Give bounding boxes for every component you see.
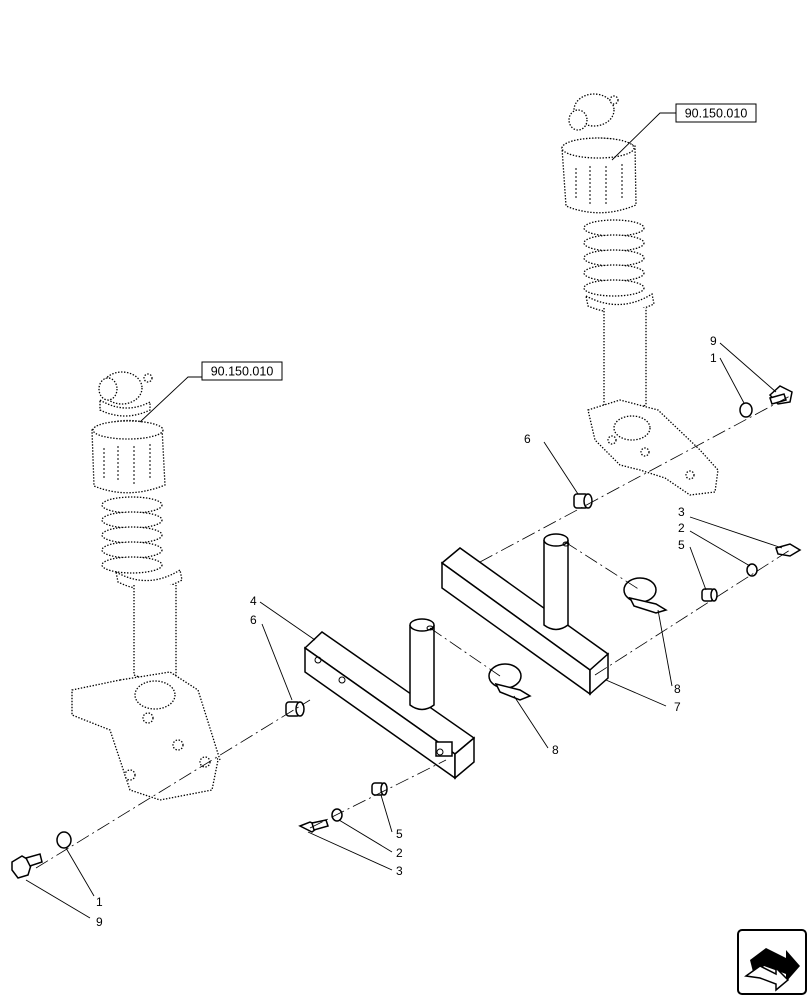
callout-left-bolt-9: 9: [96, 915, 103, 929]
callout-right-pin-8: 8: [674, 682, 681, 696]
right-shock-absorber: [561, 93, 719, 496]
callout-left-washer-2: 2: [396, 846, 403, 860]
callout-left-washer-1: 1: [96, 895, 103, 909]
assembly-axes: [35, 395, 791, 869]
callout-right-bolt-9: 9: [710, 334, 717, 348]
left-spring: [101, 496, 163, 574]
callout-right-washer-1: 1: [710, 351, 717, 365]
right-lynch-pin: [623, 577, 668, 614]
callout-right-bushing-6: 6: [524, 432, 531, 446]
next-page-arrow-icon[interactable]: [737, 929, 807, 995]
callout-right-washer-2: 2: [678, 521, 685, 535]
ref-box-left-label: 90.150.010: [211, 365, 274, 379]
left-tube-bracket: [303, 618, 476, 780]
leader-lines: [25, 112, 783, 919]
callout-left-pin-8: 8: [552, 743, 559, 757]
ref-box-right[interactable]: 90.150.010: [675, 103, 757, 123]
right-small-parts: [573, 385, 802, 602]
ref-box-right-label: 90.150.010: [685, 107, 748, 121]
callout-right-bracket-7: 7: [674, 700, 681, 714]
callout-right-bolt-3: 3: [678, 505, 685, 519]
left-lynch-pin: [488, 663, 532, 701]
left-shock-absorber: [71, 371, 221, 801]
callout-left-bushing-5: 5: [396, 827, 403, 841]
callout-left-bracket-4: 4: [250, 594, 257, 608]
callout-right-bushing-5: 5: [678, 538, 685, 552]
callout-numbers: 1 9 4 6 5 2 3 8 9 1 6 3 2 5 8 7: [96, 334, 717, 929]
ref-box-left[interactable]: 90.150.010: [201, 361, 283, 381]
callout-left-bushing-6: 6: [250, 613, 257, 627]
left-small-parts: [11, 701, 388, 879]
right-spring: [583, 219, 645, 297]
callout-left-bolt-3: 3: [396, 864, 403, 878]
right-tube-bracket: [440, 533, 610, 696]
